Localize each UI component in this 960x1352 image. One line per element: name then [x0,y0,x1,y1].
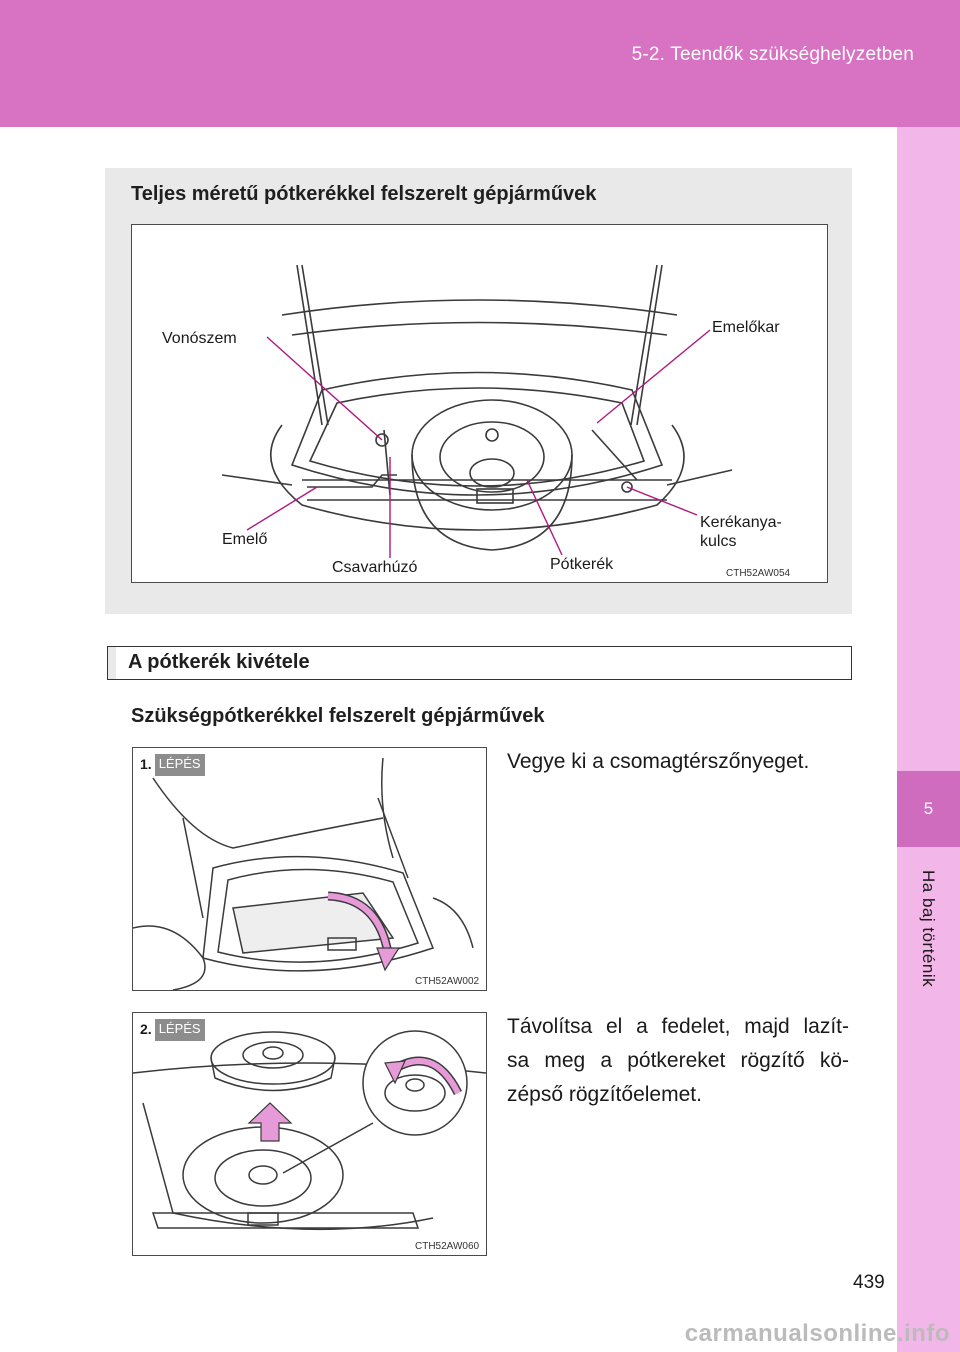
chapter-label: Ha baj történik [919,870,938,988]
step-2-tag: 2. LÉPÉS [137,1019,205,1041]
callout-vonoszem: Vonószem [162,330,237,347]
step-2-text-line2: sa meg a pótkereket rögzítő kö- [507,1049,849,1072]
subsection-title: Szükségpótkerékkel felszerelt gépjárműve… [131,705,545,727]
callout-potkerek: Pótkerék [550,556,614,573]
callout-emelo: Emelő [222,531,268,548]
chapter-side-tab [897,127,960,1352]
step-2-text: Távolítsa el a fedelet, majd lazít- sa m… [507,1010,849,1112]
section-accent [108,647,116,679]
callout-csavarhuzo: Csavarhúzó [332,559,418,576]
watermark: carmanualsonline.info [684,1320,950,1347]
callout-kerekanya: Kerékanya- kulcs [700,513,782,551]
spare-cover-illustration [133,1030,486,1231]
step-2-code: CTH52AW060 [415,1241,480,1252]
step-1-tag: 1. LÉPÉS [137,754,205,776]
chapter-number-tab: 5 [897,771,960,847]
trunk-mat-illustration [133,757,474,990]
callout-kerekanya-line2: kulcs [700,533,737,550]
step-1-number: 1. [140,756,152,772]
section-title: A pótkerék kivétele [128,651,310,673]
page-number: 439 [853,1272,885,1293]
step-1-code: CTH52AW002 [415,976,480,987]
trunk-tools-figure: Vonószem Emelőkar Emelő Kerékanya- kulcs… [131,224,828,583]
step-1-text: Vegye ki a csomagtérszőnyeget. [507,750,810,773]
callout-emelokar: Emelőkar [712,319,780,336]
section-breadcrumb: 5-2. Teendők szükséghelyzetben [631,44,914,65]
step-2-text-line3: zépső rögzítőelemet. [507,1083,702,1106]
callout-kerekanya-line1: Kerékanya- [700,514,782,531]
step-1-figure: 1. LÉPÉS CTH52AW002 [132,747,487,991]
page-header: 5-2. Teendők szükséghelyzetben [0,0,960,127]
step-1-word: LÉPÉS [154,754,205,776]
figure-code: CTH52AW054 [726,568,791,579]
step-2-text-line1: Távolítsa el a fedelet, majd lazít- [507,1015,849,1038]
step-2-word: LÉPÉS [154,1019,205,1041]
figure-box-title: Teljes méretű pótkerékkel felszerelt gép… [131,183,597,205]
trunk-illustration [221,264,733,558]
step-2-figure: 2. LÉPÉS CTH52AW060 [132,1012,487,1256]
section-header: A pótkerék kivétele [107,646,852,680]
step-2-number: 2. [140,1021,152,1037]
